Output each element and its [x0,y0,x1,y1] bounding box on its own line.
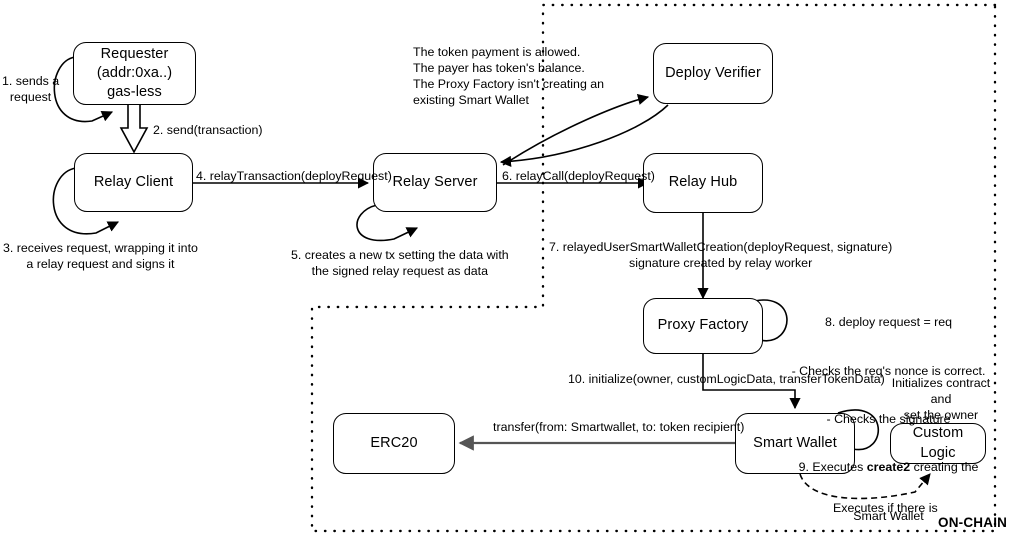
node-requester-label: Requester (addr:0xa..) gas-less [96,45,173,101]
label-step-4: 4. relayTransaction(deployRequest) [196,169,392,183]
node-requester[interactable]: Requester (addr:0xa..) gas-less [73,42,196,105]
node-relay-server-label: Relay Server [392,173,478,190]
node-relay-hub-label: Relay Hub [668,174,738,191]
node-proxy-factory[interactable]: Proxy Factory [643,298,763,354]
label-deploy-verifier-note: The token payment is allowed. The payer … [413,45,605,108]
node-relay-hub[interactable]: Relay Hub [643,153,763,213]
label-step-8-line-1: 8. deploy request = req [824,315,953,330]
node-deploy-verifier-label: Deploy Verifier [665,64,761,81]
edge-deploy-verifier-to-relay-server [499,104,669,168]
label-step-9-line-1: 9. Executes create2 creating the [786,459,991,475]
label-step-9-create2: create2 [866,460,911,475]
label-step-1: 1. sends a request [2,74,60,105]
node-deploy-verifier[interactable]: Deploy Verifier [653,43,773,104]
node-relay-client[interactable]: Relay Client [74,153,193,212]
node-erc20[interactable]: ERC20 [333,413,455,474]
label-step-10: 10. initialize(owner, customLogicData, t… [568,372,885,386]
edge-requester-to-relay-client [119,105,149,154]
label-step-5: 5. creates a new tx setting the data wit… [291,248,509,279]
node-relay-client-label: Relay Client [93,173,174,190]
label-executes-if-there-is: Executes if there is [833,501,938,515]
label-step-3: 3. receives request, wrapping it into a … [3,241,198,272]
label-transfer: transfer(from: Smartwallet, to: token re… [493,420,745,434]
label-on-chain: ON-CHAIN [938,515,1008,530]
label-step-7: 7. relayedUserSmartWalletCreation(deploy… [549,240,893,271]
node-proxy-factory-label: Proxy Factory [657,317,749,334]
label-step-2: 2. send(transaction) [153,123,263,137]
node-erc20-label: ERC20 [370,434,418,451]
label-step-9-suffix: creating the [910,460,979,475]
label-step-9-prefix: 9. Executes [798,460,867,475]
label-initializes-contract: Initializes contract and set the owner [891,376,991,423]
label-step-6: 6. relayCall(deployRequest) [502,169,655,183]
diagram-canvas: Requester (addr:0xa..) gas-less Relay Cl… [2,3,1008,533]
